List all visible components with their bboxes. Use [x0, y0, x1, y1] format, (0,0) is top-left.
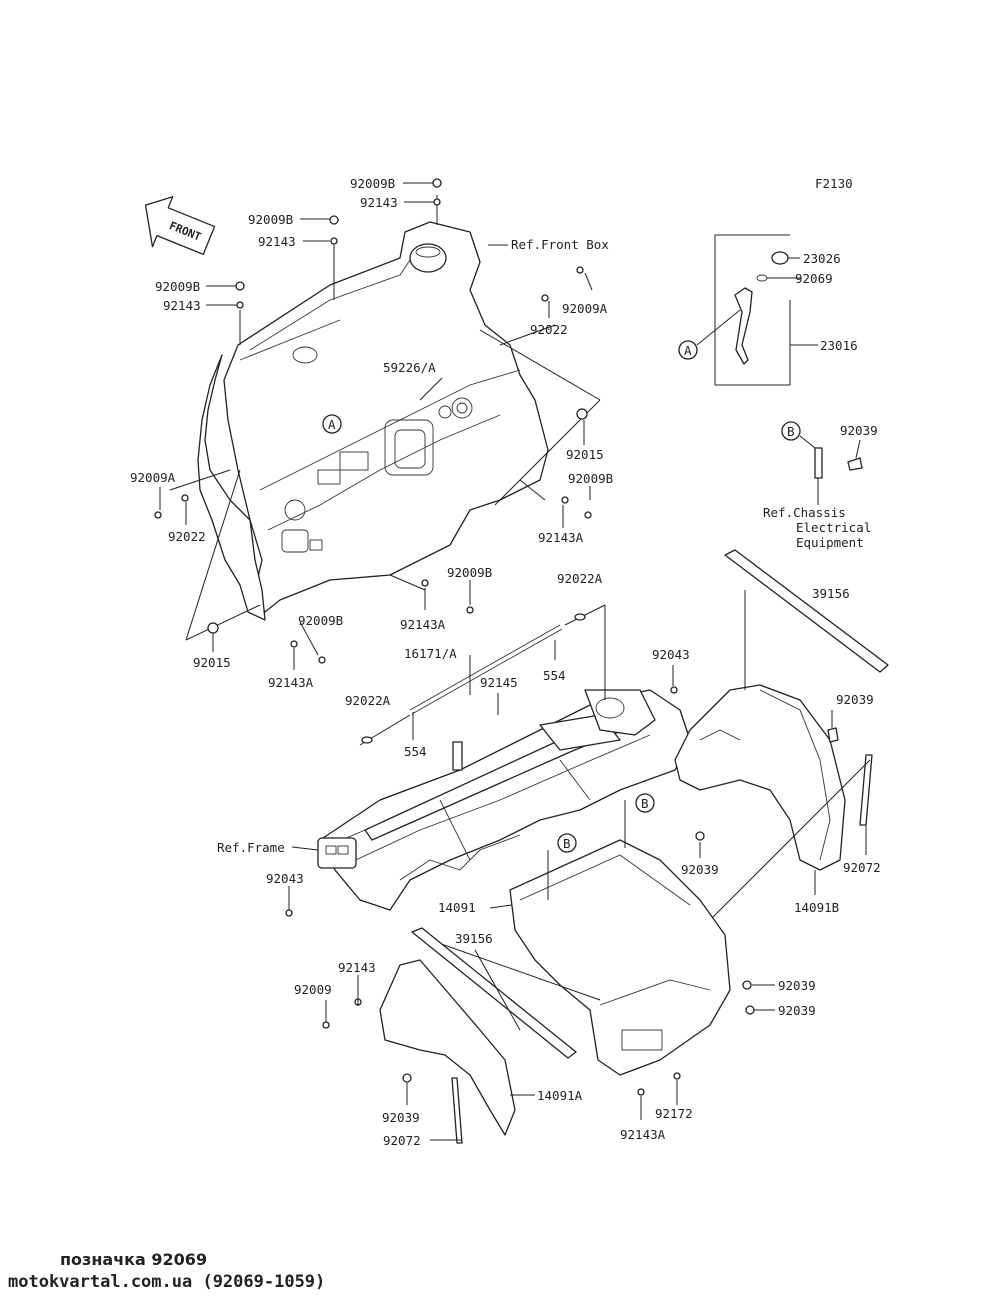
frame-assembly [317, 689, 691, 911]
svg-text:39156: 39156 [812, 586, 850, 601]
svg-text:92143A: 92143A [400, 617, 446, 632]
svg-text:92143A: 92143A [620, 1127, 666, 1142]
svg-text:16171/A: 16171/A [404, 646, 457, 661]
figure-code: F2130 [815, 176, 853, 191]
svg-text:14091: 14091 [438, 900, 476, 915]
callout-b-floor: B [557, 833, 577, 853]
chassis-connector: B [781, 421, 863, 505]
svg-text:92009B: 92009B [447, 565, 492, 580]
svg-text:Ref.Chassis: Ref.Chassis [763, 505, 846, 520]
caption-source: motokvartal.com.ua (92069-1059) [8, 1272, 326, 1292]
dashboard-panel [223, 221, 549, 613]
svg-text:92015: 92015 [566, 447, 604, 462]
cable [359, 604, 606, 746]
svg-text:Electrical: Electrical [796, 520, 871, 535]
part-labels: 92009B 92143 92009B 92143 92009B 92143 R… [130, 176, 881, 1148]
svg-text:92009: 92009 [294, 982, 332, 997]
svg-text:92022A: 92022A [557, 571, 603, 586]
left-side-panel [197, 354, 266, 621]
fasteners [154, 178, 755, 1096]
caption-part-mark: позначка 92069 [60, 1250, 208, 1269]
center-floor [429, 800, 731, 1076]
svg-text:14091B: 14091B [794, 900, 839, 915]
inset-box: A [678, 234, 818, 386]
svg-text:92039: 92039 [778, 978, 816, 993]
svg-text:92039: 92039 [778, 1003, 816, 1018]
leader-lines [159, 182, 867, 1141]
svg-text:92039: 92039 [840, 423, 878, 438]
svg-text:23016: 23016 [820, 338, 858, 353]
svg-text:92143: 92143 [338, 960, 376, 975]
svg-text:92143A: 92143A [268, 675, 314, 690]
svg-text:A: A [328, 417, 336, 432]
svg-text:92039: 92039 [836, 692, 874, 707]
svg-text:92043: 92043 [266, 871, 304, 886]
right-fender [674, 549, 889, 931]
svg-text:Ref.Front Box: Ref.Front Box [511, 237, 609, 252]
left-lower-fender [379, 927, 577, 1144]
svg-text:92143: 92143 [258, 234, 296, 249]
svg-text:92039: 92039 [681, 862, 719, 877]
svg-text:554: 554 [404, 744, 427, 759]
front-arrow-icon: FRONT [144, 196, 216, 256]
svg-text:B: B [563, 836, 571, 851]
svg-text:92022: 92022 [168, 529, 206, 544]
svg-text:92172: 92172 [655, 1106, 693, 1121]
svg-text:92039: 92039 [382, 1110, 420, 1125]
svg-text:92143: 92143 [163, 298, 201, 313]
callout-a-inset: A [684, 343, 692, 358]
svg-text:92009B: 92009B [248, 212, 293, 227]
svg-text:92009B: 92009B [568, 471, 613, 486]
svg-text:92009B: 92009B [155, 279, 200, 294]
svg-text:92009A: 92009A [130, 470, 176, 485]
svg-text:92145: 92145 [480, 675, 518, 690]
svg-text:92143A: 92143A [538, 530, 584, 545]
svg-text:92022A: 92022A [345, 693, 391, 708]
svg-text:14091A: 14091A [537, 1088, 583, 1103]
svg-text:59226/A: 59226/A [383, 360, 436, 375]
svg-text:92015: 92015 [193, 655, 231, 670]
svg-text:B: B [641, 796, 649, 811]
callout-a-dashboard: A [322, 414, 342, 434]
svg-text:92072: 92072 [383, 1133, 421, 1148]
svg-text:Ref.Frame: Ref.Frame [217, 840, 285, 855]
svg-text:92069: 92069 [795, 271, 833, 286]
svg-text:92009B: 92009B [350, 176, 395, 191]
svg-text:92009A: 92009A [562, 301, 608, 316]
svg-text:39156: 39156 [455, 931, 493, 946]
svg-text:Equipment: Equipment [796, 535, 864, 550]
svg-text:92043: 92043 [652, 647, 690, 662]
callout-b-frame: B [635, 793, 655, 813]
svg-text:23026: 23026 [803, 251, 841, 266]
svg-text:92009B: 92009B [298, 613, 343, 628]
svg-text:92143: 92143 [360, 195, 398, 210]
svg-text:B: B [787, 424, 795, 439]
svg-text:92072: 92072 [843, 860, 881, 875]
svg-text:554: 554 [543, 668, 566, 683]
svg-text:92022: 92022 [530, 322, 568, 337]
